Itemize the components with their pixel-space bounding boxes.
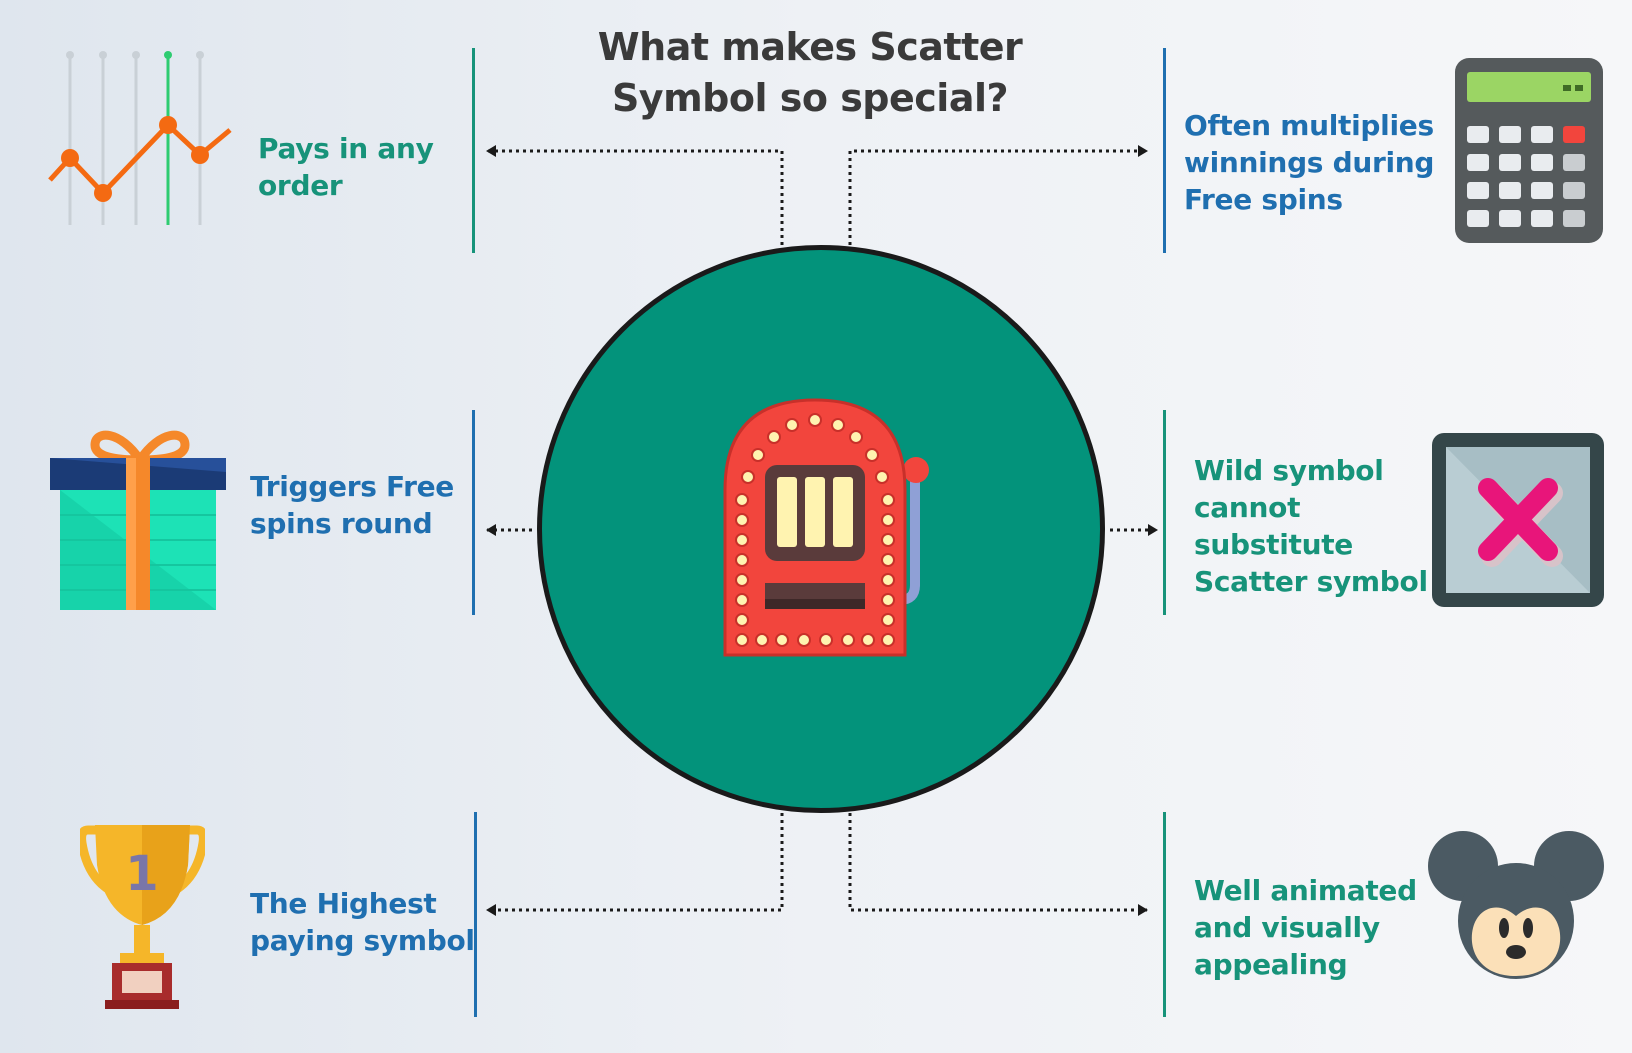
feature-pays-any-order: Pays in any order — [258, 132, 434, 202]
divider-top-left — [472, 48, 475, 253]
mouse-face-icon — [1428, 831, 1604, 979]
connector-bottom-left — [486, 813, 784, 916]
slot-machine-icon — [723, 398, 929, 657]
title-line-2: Symbol so special? — [611, 76, 1009, 120]
connector-bottom-right — [848, 813, 1148, 916]
feature-triggers-free-spins: Triggers Free spins round — [250, 470, 454, 540]
connector-top-right — [848, 145, 1148, 245]
gift-box-icon — [50, 430, 226, 610]
cross-mark-icon — [1432, 433, 1604, 607]
page-title: What makes Scatter Symbol so special? — [560, 22, 1060, 124]
divider-top-right — [1163, 48, 1166, 253]
divider-mid-right — [1163, 410, 1166, 615]
connector-top-left — [486, 145, 784, 245]
divider-bottom-right — [1163, 812, 1166, 1017]
divider-bottom-left — [474, 812, 477, 1017]
feature-well-animated: Well animated and visually appealing — [1194, 874, 1417, 981]
feature-multiplies-winnings: Often multiplies winnings during Free sp… — [1184, 109, 1435, 216]
feature-wild-cannot-substitute: Wild symbol cannot substitute Scatter sy… — [1194, 454, 1428, 598]
calculator-icon — [1455, 58, 1603, 243]
line-chart-icon — [48, 51, 232, 225]
center-circle — [537, 245, 1105, 813]
feature-highest-paying: The Highest paying symbol — [250, 887, 475, 957]
trophy-icon: 1 — [80, 825, 205, 1009]
divider-mid-left — [472, 410, 475, 615]
title-line-1: What makes Scatter — [597, 25, 1023, 69]
trophy-number: 1 — [125, 846, 158, 902]
